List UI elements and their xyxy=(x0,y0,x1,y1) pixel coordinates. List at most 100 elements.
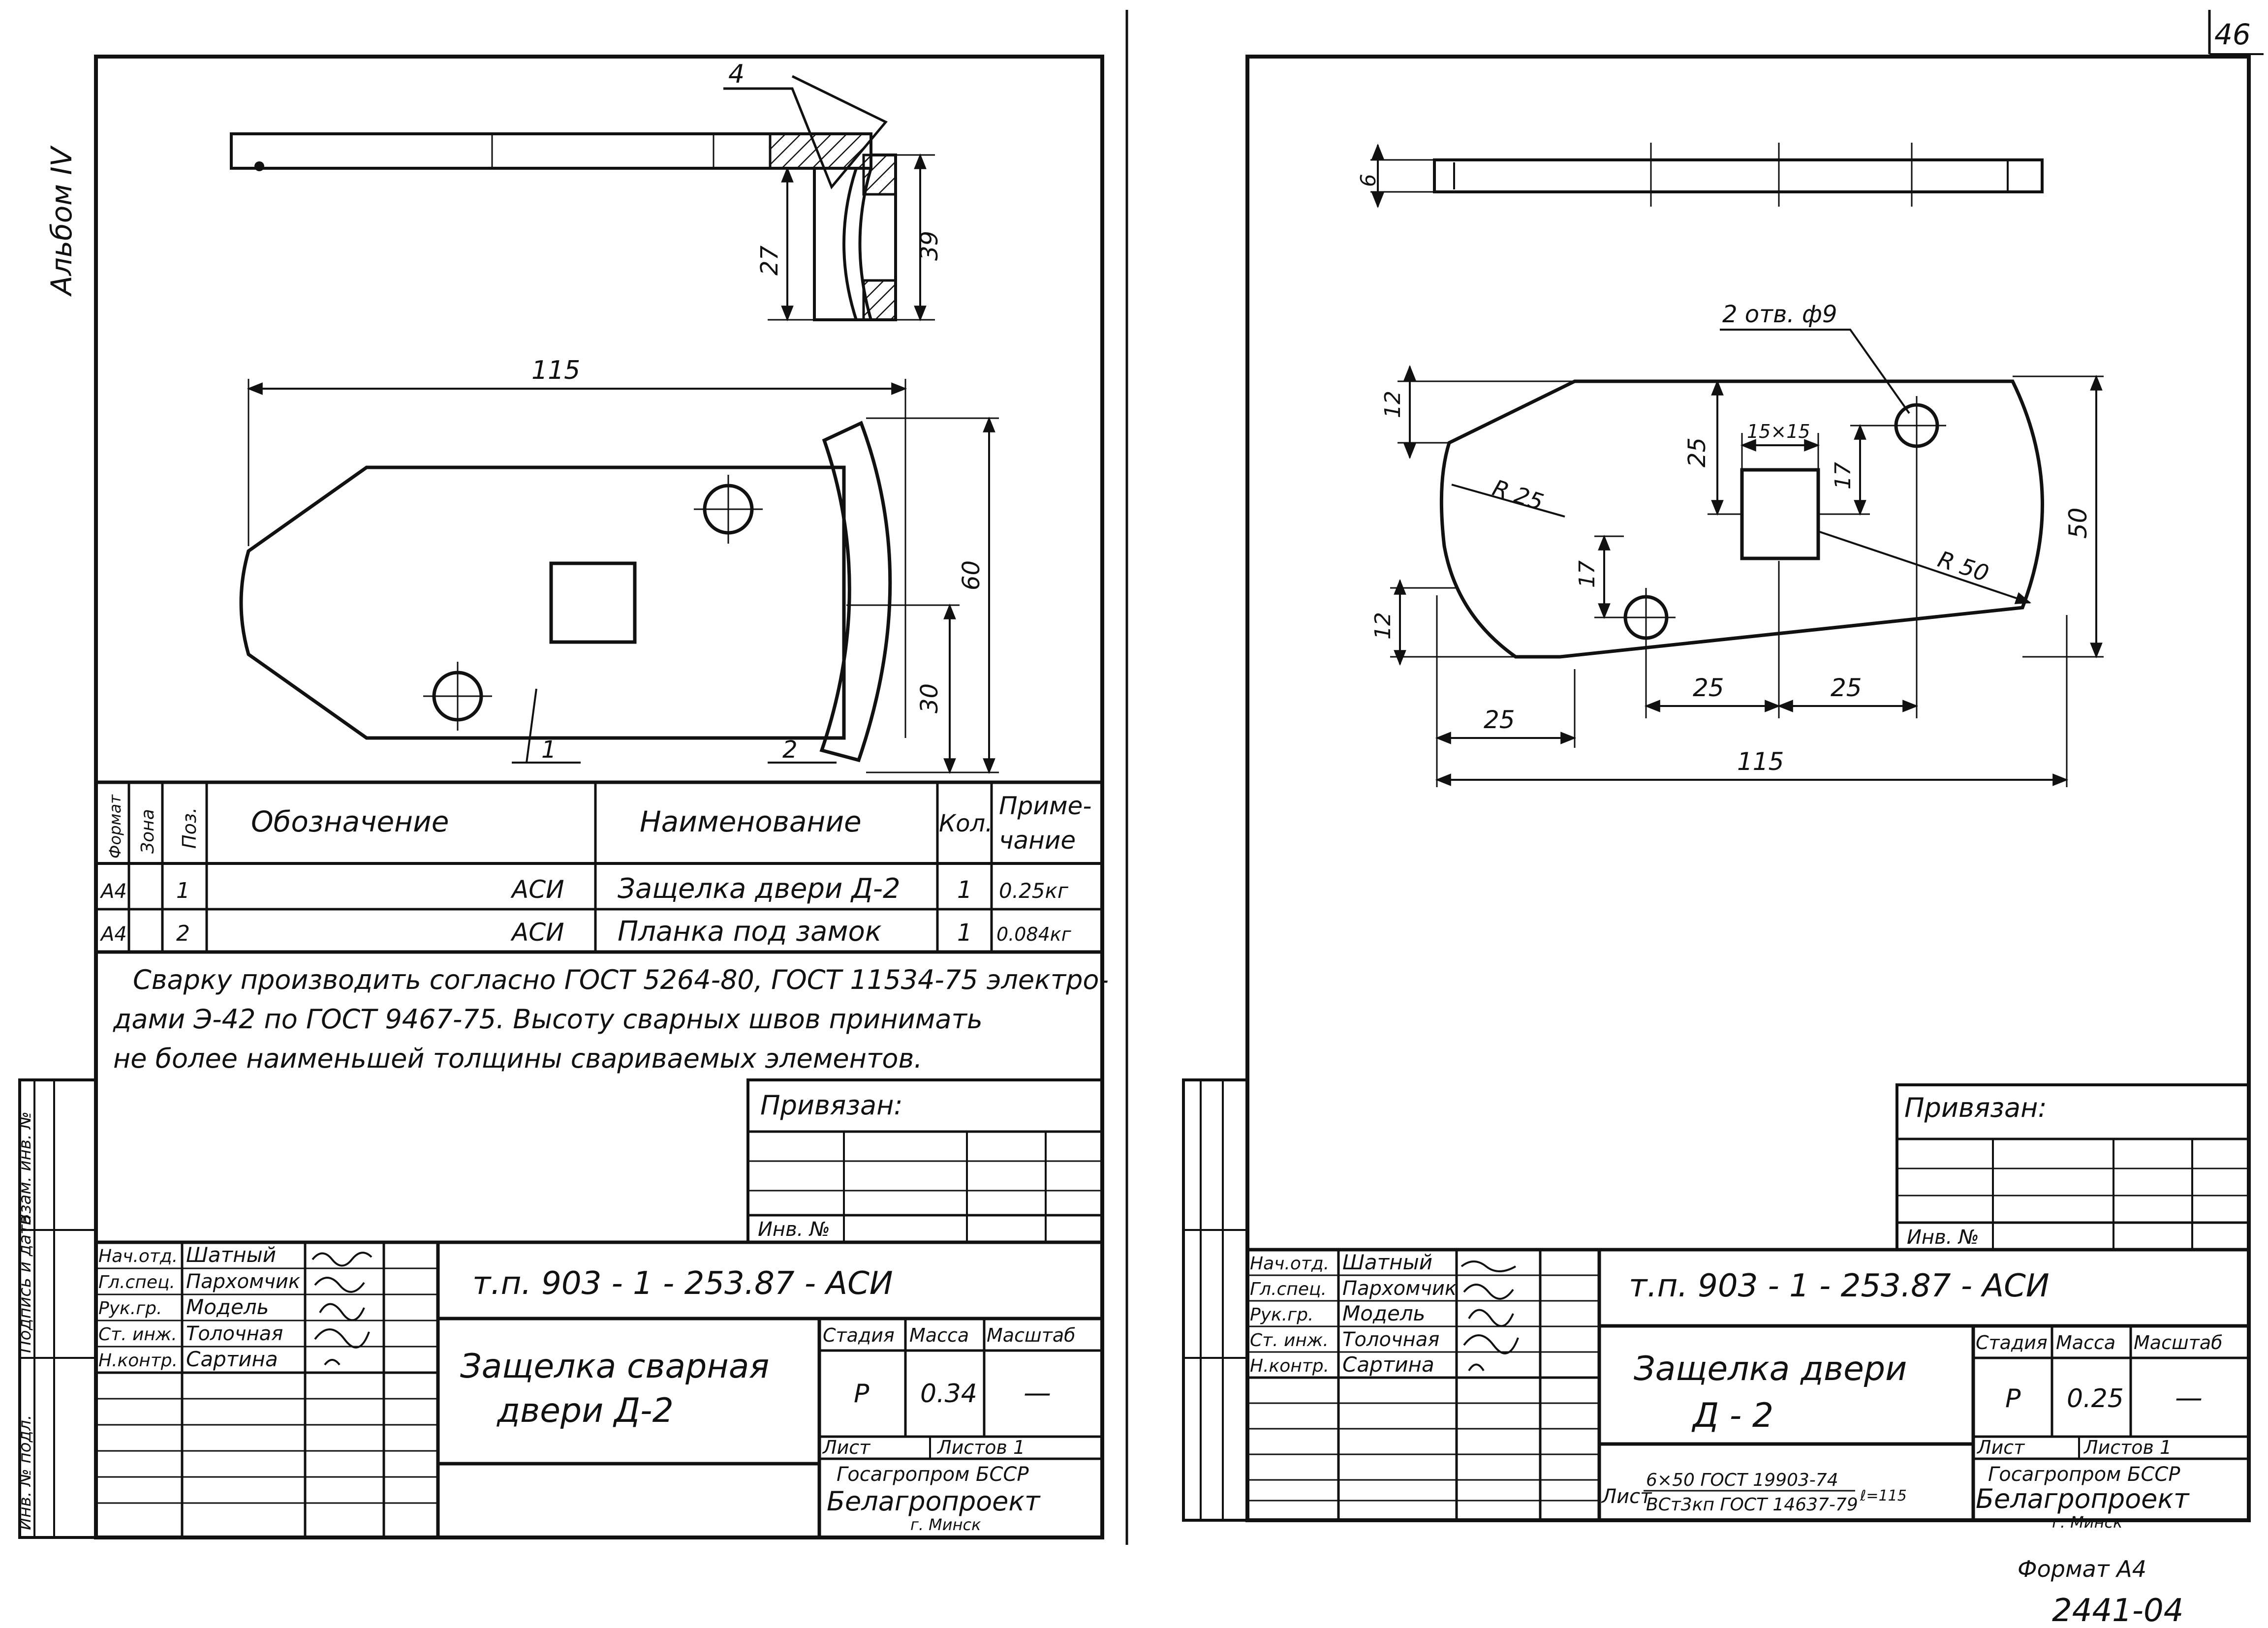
col-name: Наименование xyxy=(640,805,862,838)
dim-25-vert: 25 xyxy=(1683,437,1711,467)
role-group: Рук.гр. xyxy=(98,1298,162,1319)
right-scale: — xyxy=(2175,1382,2203,1414)
right-bound-label: Привязан: xyxy=(1904,1092,2047,1123)
org-1: Госагропром БССР xyxy=(837,1463,1029,1486)
name-head-r: Шатный xyxy=(1342,1250,1432,1274)
sheets-label: Листов 1 xyxy=(936,1437,1025,1458)
album-label: Альбом IV xyxy=(45,145,78,297)
row1-qty: 1 xyxy=(957,876,972,904)
material-2: ВСт3кп ГОСТ 14637-79 xyxy=(1646,1495,1858,1515)
role-chief: Гл.спец. xyxy=(98,1272,175,1292)
material-prefix: Лист xyxy=(1601,1485,1652,1508)
scale-label: Масштаб xyxy=(987,1324,1076,1346)
right-side-view: 6 xyxy=(1356,143,2044,209)
dim-r25: R 25 xyxy=(1490,474,1547,516)
plate-outline-right xyxy=(1439,379,2044,659)
right-sheet: 6 R 25 R 50 2 отв. ф9 15×15 xyxy=(1182,55,2251,1532)
col-zone: Зона xyxy=(138,809,158,854)
left-bound-label: Привязан: xyxy=(760,1090,903,1121)
left-front-view: 115 60 30 1 2 xyxy=(239,356,999,774)
right-inv-label: Инв. № xyxy=(1907,1226,1979,1249)
dim-25-left: 25 xyxy=(1484,706,1515,734)
row2-designation: АСИ xyxy=(510,918,564,947)
left-title-block: Нач.отд. Гл.спец. Рук.гр. Ст. инж. Н.кон… xyxy=(96,1240,1102,1537)
name-head: Шатный xyxy=(186,1243,276,1267)
col-qty: Кол. xyxy=(939,810,993,837)
right-bound-box: Привязан: Инв. № xyxy=(1895,1083,2250,1251)
material-length: ℓ=115 xyxy=(1860,1487,1907,1505)
dim-25-bottom-a: 25 xyxy=(1693,674,1724,702)
left-side-stamp: Инв. № подл. Подпись и дата Взам. инв. № xyxy=(15,1078,97,1539)
name-control-r: Сартина xyxy=(1342,1352,1434,1377)
dim-25-bottom-b: 25 xyxy=(1831,674,1862,702)
role-head-r: Нач.отд. xyxy=(1250,1254,1329,1274)
callout-1: 1 xyxy=(541,736,557,764)
right-title-2: Д - 2 xyxy=(1691,1396,1773,1435)
stage-label-r: Стадия xyxy=(1976,1332,2048,1353)
name-control: Сартина xyxy=(186,1347,278,1371)
col-note-1: Приме- xyxy=(999,792,1091,820)
left-doc-code: т.п. 903 - 1 - 253.87 - АСИ xyxy=(472,1265,893,1302)
left-mass: 0.34 xyxy=(920,1379,977,1409)
dim-12-top: 12 xyxy=(1380,391,1405,418)
right-frame xyxy=(1245,55,2251,1522)
role-head: Нач.отд. xyxy=(98,1246,178,1266)
dim-17-right: 17 xyxy=(1831,462,1856,490)
note-line-1: Сварку производить согласно ГОСТ 5264-80… xyxy=(133,964,1109,995)
dim-17-left: 17 xyxy=(1575,560,1600,588)
role-control-r: Н.контр. xyxy=(1250,1356,1329,1376)
name-engineer-r: Толочная xyxy=(1342,1328,1439,1351)
signature xyxy=(1463,1284,1514,1300)
signature xyxy=(1460,1260,1516,1272)
name-group-r: Модель xyxy=(1342,1301,1425,1325)
row2-note: 0.084кг xyxy=(996,923,1072,945)
row1-format: А4 xyxy=(99,880,127,903)
role-chief-r: Гл.спец. xyxy=(1250,1279,1327,1299)
row1-designation: АСИ xyxy=(510,875,564,904)
signature xyxy=(1468,1363,1485,1372)
row2-format: А4 xyxy=(99,923,127,946)
material-1: 6×50 ГОСТ 19903-74 xyxy=(1646,1470,1838,1490)
dim-39: 39 xyxy=(916,231,943,261)
org-3: г. Минск xyxy=(910,1515,981,1534)
dim-6: 6 xyxy=(1356,174,1380,187)
right-mass: 0.25 xyxy=(2067,1384,2124,1413)
signature xyxy=(324,1359,341,1366)
right-doc-code: т.п. 903 - 1 - 253.87 - АСИ xyxy=(1629,1268,2050,1304)
left-top-view: 4 27 39 xyxy=(230,60,943,322)
signature xyxy=(1468,1309,1514,1327)
mass-label: Масса xyxy=(909,1324,969,1346)
org-1-r: Госагропром БССР xyxy=(1988,1463,2180,1486)
left-inv-label: Инв. № xyxy=(758,1218,830,1241)
left-spec-table: Формат Зона Поз. Обозначение Наименовани… xyxy=(96,780,1102,954)
dim-30: 30 xyxy=(916,683,943,713)
role-control: Н.контр. xyxy=(98,1351,178,1371)
signature xyxy=(314,1277,365,1293)
right-plate-view: R 25 R 50 2 отв. ф9 15×15 25 17 12 xyxy=(1370,301,2104,787)
left-title-1: Защелка сварная xyxy=(460,1347,769,1386)
square-hole xyxy=(549,561,637,644)
weld-seam xyxy=(769,132,872,170)
right-title-block: Нач.отд. Гл.спец. Рук.гр. Ст. инж. Н.кон… xyxy=(1247,1248,2249,1532)
sheet-label: Лист xyxy=(822,1437,871,1458)
dim-115-right: 115 xyxy=(1737,747,1784,776)
name-group: Модель xyxy=(186,1295,269,1319)
left-notes: Сварку производить согласно ГОСТ 5264-80… xyxy=(113,964,1109,1074)
role-engineer-r: Ст. инж. xyxy=(1250,1330,1329,1351)
left-sheet: Инв. № подл. Подпись и дата Взам. инв. №… xyxy=(15,55,1109,1539)
org-2: Белагропроект xyxy=(827,1486,1041,1517)
sheet-label-r: Лист xyxy=(1976,1437,2025,1458)
right-stage: Р xyxy=(2005,1384,2021,1413)
square-hole-right xyxy=(1740,468,1820,560)
name-chief: Пархомчик xyxy=(186,1270,300,1293)
note-line-2: дами Э-42 по ГОСТ 9467-75. Высоту сварны… xyxy=(113,1004,983,1035)
left-title-2: двери Д-2 xyxy=(497,1391,674,1430)
signature xyxy=(319,1303,365,1321)
signature xyxy=(1463,1334,1519,1354)
org-2-r: Белагропроект xyxy=(1976,1483,2190,1514)
scale-label-r: Масштаб xyxy=(2134,1332,2223,1353)
left-frame xyxy=(94,55,1104,1539)
row2-pos: 2 xyxy=(176,921,190,946)
mass-label-r: Масса xyxy=(2056,1332,2115,1353)
